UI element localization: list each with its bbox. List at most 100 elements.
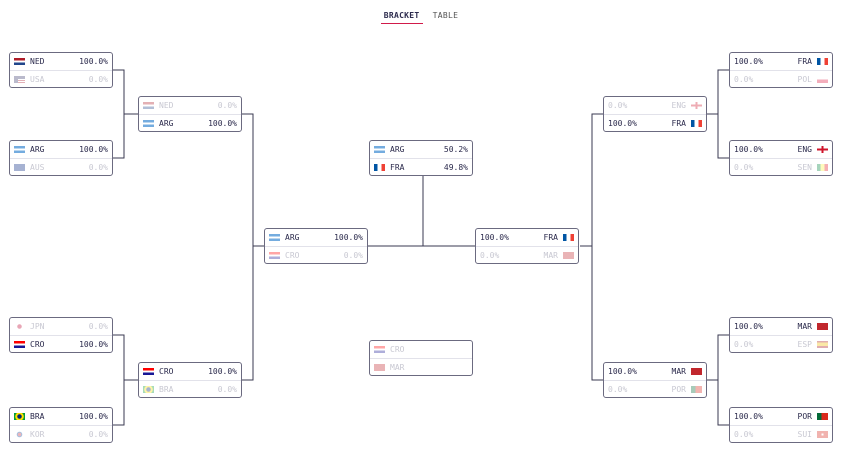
team-row[interactable]: JPN 0.0%	[10, 318, 112, 335]
win-pct: 100.0%	[734, 322, 763, 331]
team-code: FRA	[543, 233, 558, 242]
win-pct: 0.0%	[88, 162, 108, 172]
win-pct: 0.0%	[88, 322, 108, 331]
team-row[interactable]: ESP 0.0%	[730, 335, 832, 352]
team-code: BRA	[30, 412, 45, 421]
team-row[interactable]: ENG 100.0%	[730, 141, 832, 158]
flag-argentina-icon	[143, 119, 154, 127]
team-code: MAR	[797, 322, 812, 331]
team-row[interactable]: POR 100.0%	[730, 408, 832, 425]
win-pct: 50.2%	[443, 145, 468, 154]
team-row[interactable]: MAR 100.0%	[730, 318, 832, 335]
team-code: FRA	[671, 118, 686, 128]
team-code: NED	[159, 101, 174, 110]
team-code: CRO	[30, 339, 45, 349]
team-code: MAR	[390, 362, 405, 372]
team-code: CRO	[390, 345, 405, 354]
team-code: ARG	[159, 118, 174, 128]
match-third-place[interactable]: CRO MAR	[369, 340, 473, 376]
tab-bracket[interactable]: BRACKET	[380, 11, 423, 24]
flag-france-icon	[563, 234, 574, 241]
flag-croatia-icon	[143, 368, 154, 375]
match-r16-3[interactable]: JPN 0.0% CRO 100.0%	[9, 317, 113, 353]
flag-argentina-icon	[269, 234, 280, 241]
win-pct: 0.0%	[734, 339, 754, 349]
team-code: POR	[797, 412, 812, 421]
tab-table[interactable]: TABLE	[432, 11, 459, 20]
team-code: JPN	[30, 322, 45, 331]
team-code: CRO	[285, 250, 300, 260]
flag-usa-icon	[14, 75, 25, 83]
team-row[interactable]: MAR	[370, 358, 472, 375]
win-pct: 100.0%	[79, 339, 108, 349]
flag-portugal-icon	[691, 385, 702, 393]
flag-france-icon	[691, 119, 702, 127]
win-pct: 100.0%	[734, 412, 763, 421]
team-code: FRA	[797, 57, 812, 66]
team-row[interactable]: BRA 0.0%	[139, 380, 241, 397]
team-row[interactable]: CRO	[370, 341, 472, 358]
flag-morocco-icon	[817, 323, 828, 330]
team-row[interactable]: ARG 50.2%	[370, 141, 472, 158]
team-code: MAR	[671, 367, 686, 376]
match-r16-7[interactable]: MAR 100.0% ESP 0.0%	[729, 317, 833, 353]
team-code: ESP	[797, 339, 812, 349]
flag-spain-icon	[817, 340, 828, 348]
team-code: BRA	[159, 384, 174, 394]
flag-france-icon	[817, 58, 828, 65]
team-row[interactable]: CRO 100.0%	[10, 335, 112, 352]
win-pct: 0.0%	[217, 384, 237, 394]
flag-croatia-icon	[269, 251, 280, 259]
team-code: ARG	[390, 145, 405, 154]
win-pct: 100.0%	[208, 367, 237, 376]
team-row[interactable]: FRA 100.0%	[476, 229, 578, 246]
win-pct: 100.0%	[734, 145, 763, 154]
win-pct: 100.0%	[480, 233, 509, 242]
flag-portugal-icon	[817, 413, 828, 420]
team-code: ENG	[797, 145, 812, 154]
win-pct: 0.0%	[734, 429, 754, 439]
win-pct: 100.0%	[334, 233, 363, 242]
flag-morocco-icon	[691, 368, 702, 375]
win-pct: 0.0%	[734, 162, 754, 172]
team-code: ENG	[671, 101, 686, 110]
flag-brazil-icon	[14, 413, 25, 420]
win-pct: 0.0%	[608, 384, 628, 394]
flag-poland-icon	[817, 75, 828, 83]
